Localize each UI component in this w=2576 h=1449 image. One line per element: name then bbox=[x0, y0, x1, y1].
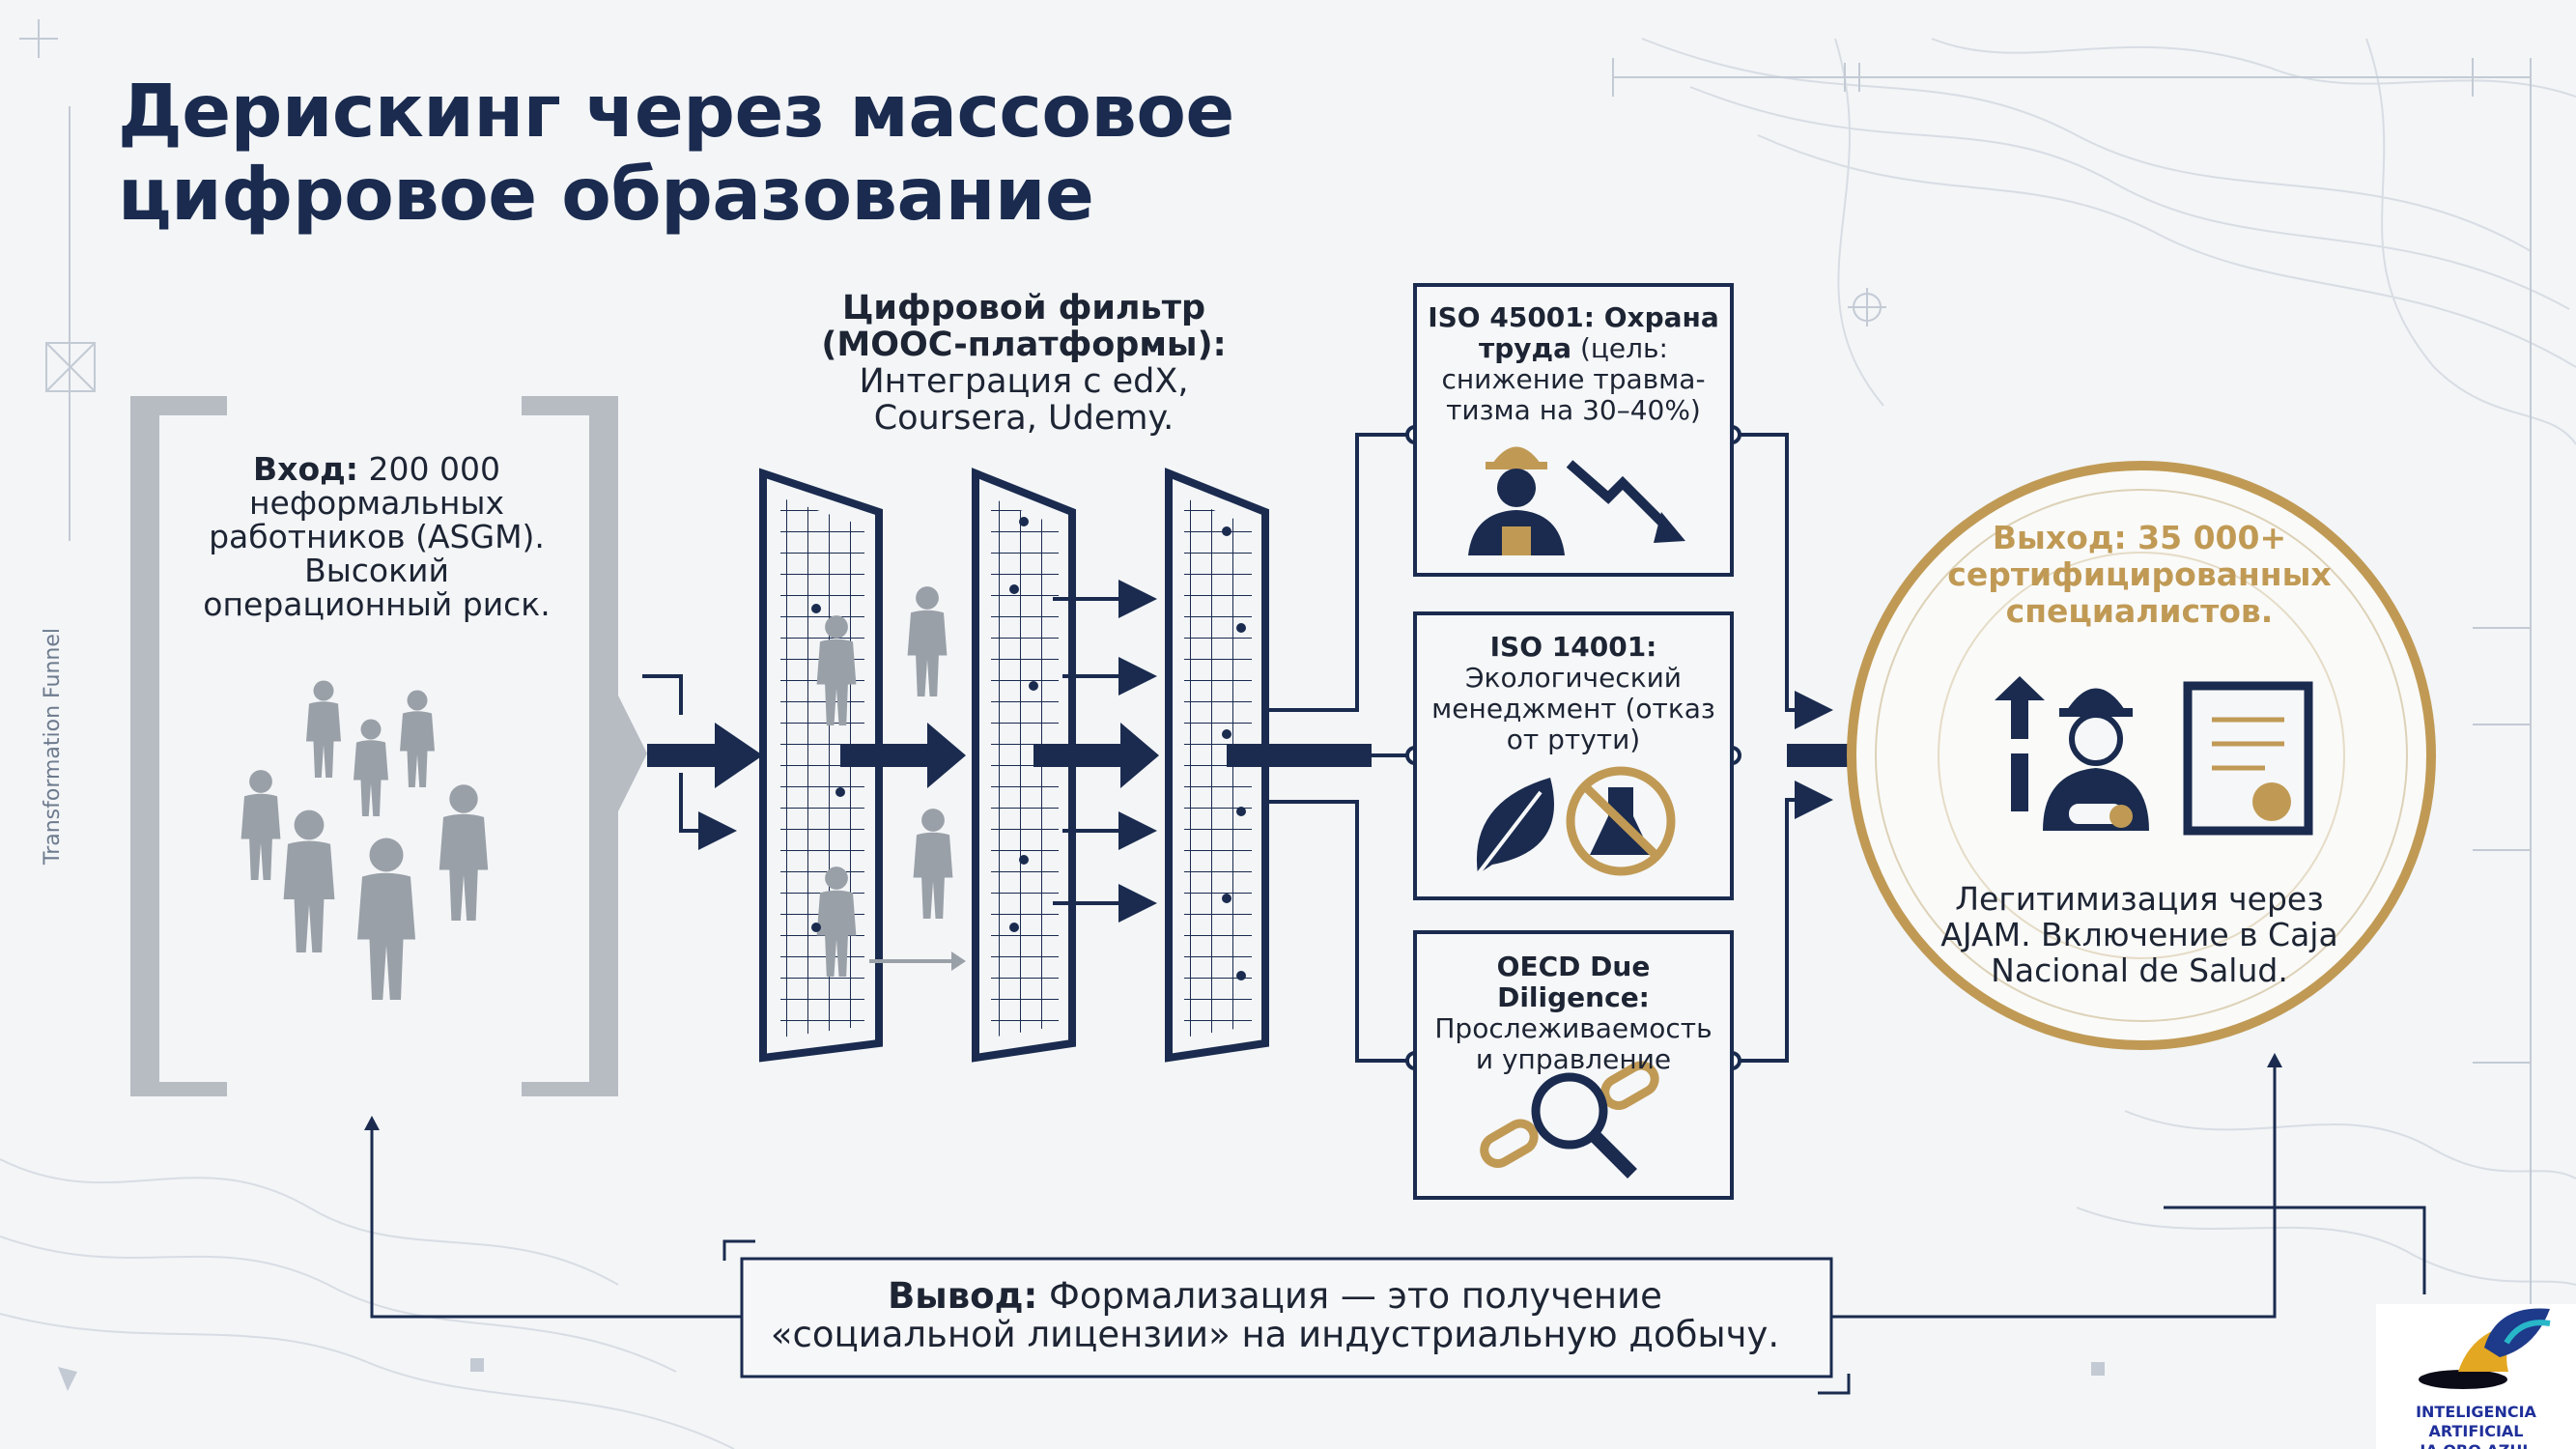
output-description: Легитимизация через AJAM. Включение в Ca… bbox=[1940, 880, 2338, 989]
input-label: Вход: bbox=[253, 450, 358, 488]
feedback-arrowhead-right bbox=[2267, 1053, 2282, 1067]
chain-magnifier-icon bbox=[1480, 1061, 1659, 1179]
filter-label-line-1: Цифровой фильтр bbox=[841, 289, 1206, 327]
iso45001-detail: (цель: снижение травма-тизма на 30–40%) bbox=[1441, 332, 1706, 426]
iso14001-text: ISO 14001: Экологический менеджмент (отк… bbox=[1428, 632, 1719, 755]
conclusion-label: Вывод: bbox=[888, 1275, 1038, 1317]
certificate-icon bbox=[2183, 681, 2313, 836]
topographic-background bbox=[0, 38, 2576, 1449]
feedback-lines bbox=[370, 1063, 2426, 1319]
feedback-arrowhead-left bbox=[364, 1116, 380, 1130]
worker-with-downtrend-icon bbox=[1468, 446, 1685, 555]
iso14001-detail: Экологический менеджмент (отказ от ртути… bbox=[1431, 662, 1715, 755]
filter-text: Интеграция с edX, Coursera, Udemy. bbox=[859, 362, 1189, 438]
output-circle bbox=[1847, 461, 2436, 1050]
grid-dots bbox=[811, 517, 1246, 980]
certified-worker-icon bbox=[2043, 688, 2149, 831]
conclusion-text: Вывод: Формализация — это получение «соц… bbox=[763, 1277, 1787, 1354]
box-connectors bbox=[1265, 433, 1833, 1063]
oecd-detail: Прослеживаемость и управление bbox=[1434, 1012, 1713, 1075]
title-line-2: цифровое образование bbox=[118, 152, 1094, 237]
mooc-filter-panels bbox=[759, 468, 1269, 1063]
conclusion-frame bbox=[722, 1239, 1851, 1395]
oecd-title: OECD Due Diligence: bbox=[1496, 951, 1651, 1013]
logo-line-2: IA ORO AZUL bbox=[2376, 1441, 2576, 1449]
input-text: 200 000 неформальных работников (ASGM). … bbox=[203, 450, 551, 623]
iso45001-title: ISO 45001: Охрана труда bbox=[1428, 301, 1719, 364]
small-side-arrows bbox=[1053, 580, 1157, 923]
logo-caption: INTELIGENCIA ARTIFICIAL IA ORO AZUL bbox=[2376, 1403, 2576, 1449]
iso45001-text: ISO 45001: Охрана труда (цель: снижение … bbox=[1428, 302, 1719, 426]
input-description: Вход: 200 000 неформальных работников (A… bbox=[184, 452, 570, 621]
title-line-1: Дерискинг через массовое bbox=[118, 69, 1234, 154]
growth-arrow-icon bbox=[1995, 676, 2045, 811]
iso14001-title: ISO 14001: bbox=[1489, 631, 1657, 663]
decor-squares bbox=[58, 1358, 2105, 1391]
conclusion-body: Формализация — это получение «социальной… bbox=[770, 1275, 1780, 1355]
page-title: Дерискинг через массовое цифровое образо… bbox=[118, 70, 1373, 236]
flow-arrows bbox=[840, 723, 1372, 788]
workers-crowd-icon bbox=[241, 680, 489, 1000]
oecd-text: OECD Due Diligence: Прослеживаемость и у… bbox=[1422, 952, 1725, 1075]
leaf-no-mercury-icon bbox=[1476, 766, 1676, 876]
gray-arrowhead bbox=[951, 952, 966, 971]
logo-line-1: INTELIGENCIA ARTIFICIAL bbox=[2416, 1403, 2536, 1440]
ia-oro-azul-logo bbox=[2376, 1304, 2576, 1449]
filter-label-line-2: (MOOC-платформы): bbox=[821, 326, 1227, 364]
frame-decorations bbox=[19, 19, 2532, 1352]
side-label: Transformation Funnel bbox=[41, 628, 65, 865]
input-bracket bbox=[130, 396, 647, 1096]
filter-description: Цифровой фильтр (MOOC-платформы): Интегр… bbox=[792, 290, 1256, 437]
entry-arrows bbox=[642, 674, 763, 850]
standards-boxes bbox=[1413, 283, 1734, 1200]
output-title: Выход: 35 000+ сертифицированных специал… bbox=[1947, 519, 2332, 630]
